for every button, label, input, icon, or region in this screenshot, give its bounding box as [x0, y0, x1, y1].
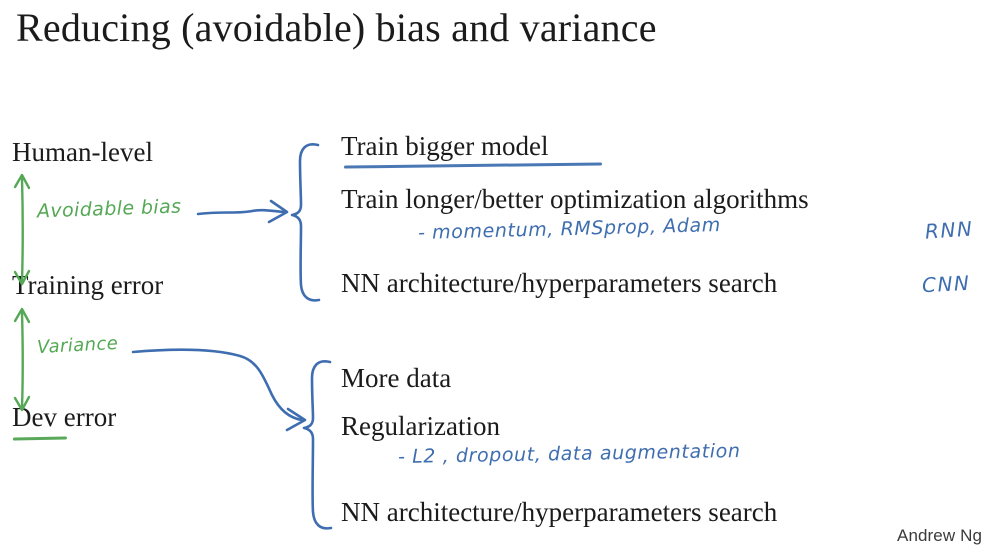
level-label-training-error: Training error	[12, 270, 164, 300]
remedy-item-nn-architecture-variance: NN architecture/hyperparameters search	[341, 497, 778, 527]
bias-to-remedies-arrow-icon	[196, 199, 289, 224]
train-bigger-model-underline	[343, 162, 603, 169]
handwriting-cnn: CNN	[921, 270, 971, 298]
remedy-item-regularization: Regularization	[341, 411, 500, 441]
handwriting-rnn: RNN	[924, 216, 975, 244]
level-label-human-level: Human-level	[12, 137, 153, 167]
variance-to-remedies-arrow-icon	[131, 348, 307, 432]
handwriting-avoidable-bias: Avoidable bias	[36, 195, 182, 223]
footer-credit: Andrew Ng	[897, 526, 982, 545]
page-title: Reducing (avoidable) bias and variance	[16, 5, 657, 50]
remedy-item-nn-architecture-bias: NN architecture/hyperparameters search	[341, 268, 778, 298]
handwriting-variance: Variance	[36, 332, 119, 359]
remedy-item-more-data: More data	[341, 363, 452, 393]
remedy-item-train-longer: Train longer/better optimization algorit…	[341, 184, 809, 214]
dev-error-underline	[12, 436, 68, 441]
handwriting-regularizers: - L2 , dropout, data augmentation	[397, 440, 741, 468]
handwriting-optimizers: - momentum, RMSprop, Adam	[417, 214, 722, 244]
avoidable-bias-gap-arrow-icon	[13, 173, 31, 286]
variance-remedies-brace-icon	[302, 360, 333, 530]
remedy-item-train-bigger-model: Train bigger model	[341, 131, 549, 161]
level-label-dev-error: Dev error	[12, 402, 117, 432]
variance-gap-arrow-icon	[13, 307, 31, 412]
bias-remedies-brace-icon	[290, 143, 321, 302]
